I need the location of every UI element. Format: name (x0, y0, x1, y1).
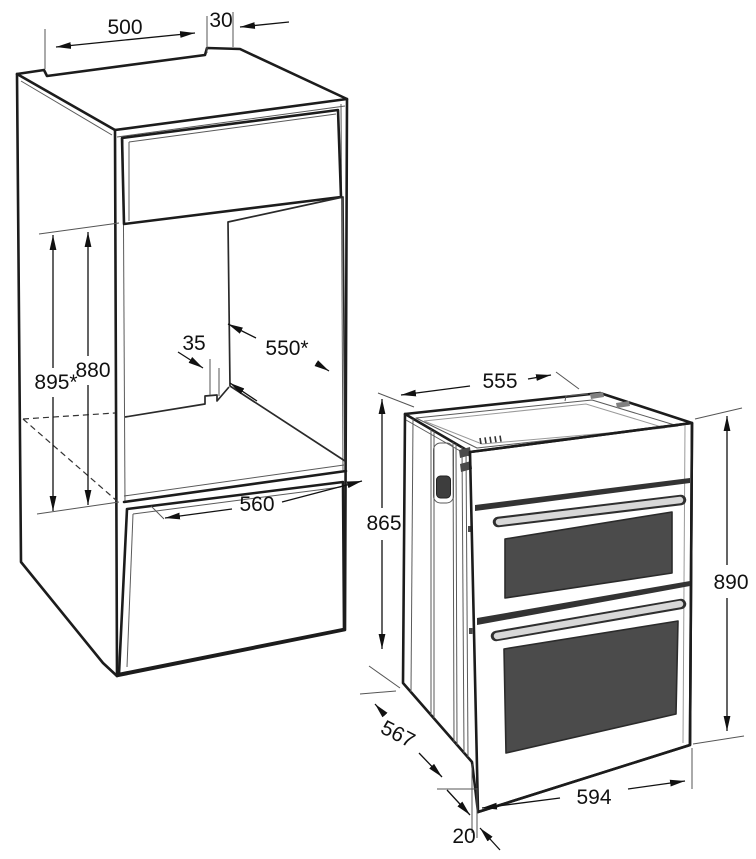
cabinet-left-top-edge (15, 72, 117, 132)
dim-cutout-width: 500 (107, 16, 142, 39)
oven-side-top-inner-line (405, 419, 470, 457)
lower-filler-bevel-top (132, 486, 342, 515)
niche-floor-back-edge (124, 386, 230, 418)
dimension-niche-depth: 550* (227, 323, 330, 402)
cabinet-cutout-drawing: 500 30 895* 880 35 (15, 9, 363, 678)
dimension-cutout-width: 500 (44, 16, 208, 69)
dim-niche-height-inner: 880 (75, 359, 110, 382)
oven-drawing: 555 865 890 567 (359, 370, 749, 851)
lower-filler-panel (117, 480, 346, 676)
oven-silhouette (401, 391, 694, 814)
dimension-niche-width: 560 (150, 480, 363, 520)
dim-oven-front-width: 594 (576, 786, 611, 809)
dimension-oven-front-width: 594 (481, 748, 693, 810)
oven-front-face (468, 421, 694, 814)
dim-oven-top-width: 555 (482, 370, 517, 393)
oven-top-notch-line (564, 393, 589, 402)
hidden-floor-edge-back (22, 412, 116, 420)
cabinet-front-frame-top-line (116, 105, 346, 138)
cabinet-front-left-edge (113, 128, 119, 678)
dim-cutout-side: 30 (209, 9, 232, 32)
dimension-niche-heights: 895* 880 (34, 222, 120, 515)
dim-oven-body-height: 865 (366, 512, 401, 535)
oven-side-grip (436, 475, 451, 499)
cabinet-silhouette (15, 46, 349, 678)
dim-oven-depth: 567 (377, 716, 419, 752)
dimension-oven-body-height: 865 (366, 399, 402, 689)
lower-filler-face (117, 480, 346, 676)
cabinet-top-front-edge (113, 97, 349, 132)
oven-top-slots (479, 435, 502, 445)
oven-top-inner-outline-2 (423, 403, 666, 445)
dim-front-frame: 35 (182, 332, 205, 355)
dim-niche-width: 560 (239, 493, 274, 516)
niche-floor-front-edge (123, 464, 345, 497)
dimension-oven-top-width: 555 (377, 370, 580, 408)
dimension-oven-front-overhang: 20 (446, 764, 501, 851)
upper-filler-bevel-top (128, 113, 337, 143)
lower-door-handle (493, 600, 684, 640)
cabinet-inner-right-frame-line (340, 103, 344, 471)
dim-niche-depth: 550* (265, 337, 308, 360)
oven-mount-tab-1 (459, 447, 471, 458)
niche-front-rail-edge (122, 469, 348, 504)
oven-mount-dot-1 (468, 526, 472, 532)
control-panel-separator (475, 478, 690, 511)
dim-oven-front-overhang: 20 (452, 825, 475, 848)
lower-oven-door (490, 598, 687, 754)
dimension-front-frame: 35 (177, 332, 220, 396)
oven-top-vent-right (616, 401, 630, 408)
upper-door-window (504, 511, 673, 599)
dimension-cutout-side: 30 (209, 9, 290, 47)
oven-mount-dot-2 (469, 628, 473, 634)
dim-niche-height-outer: 895* (34, 371, 77, 394)
door-gap-separator (477, 581, 690, 625)
oven-side-handle-recess (433, 442, 454, 504)
lower-filler-bevel-left (126, 513, 134, 668)
oven-front-panel (468, 421, 694, 814)
cabinet-left-top-inner-line (20, 80, 113, 136)
upper-door-handle (495, 496, 684, 526)
oven-top-vent-left (590, 392, 604, 399)
hidden-floor-edge-front (22, 418, 118, 502)
dim-oven-front-height: 890 (713, 571, 748, 594)
dimension-oven-front-height: 890 (692, 407, 749, 745)
upper-oven-door (492, 494, 687, 599)
lower-door-window (503, 620, 679, 754)
